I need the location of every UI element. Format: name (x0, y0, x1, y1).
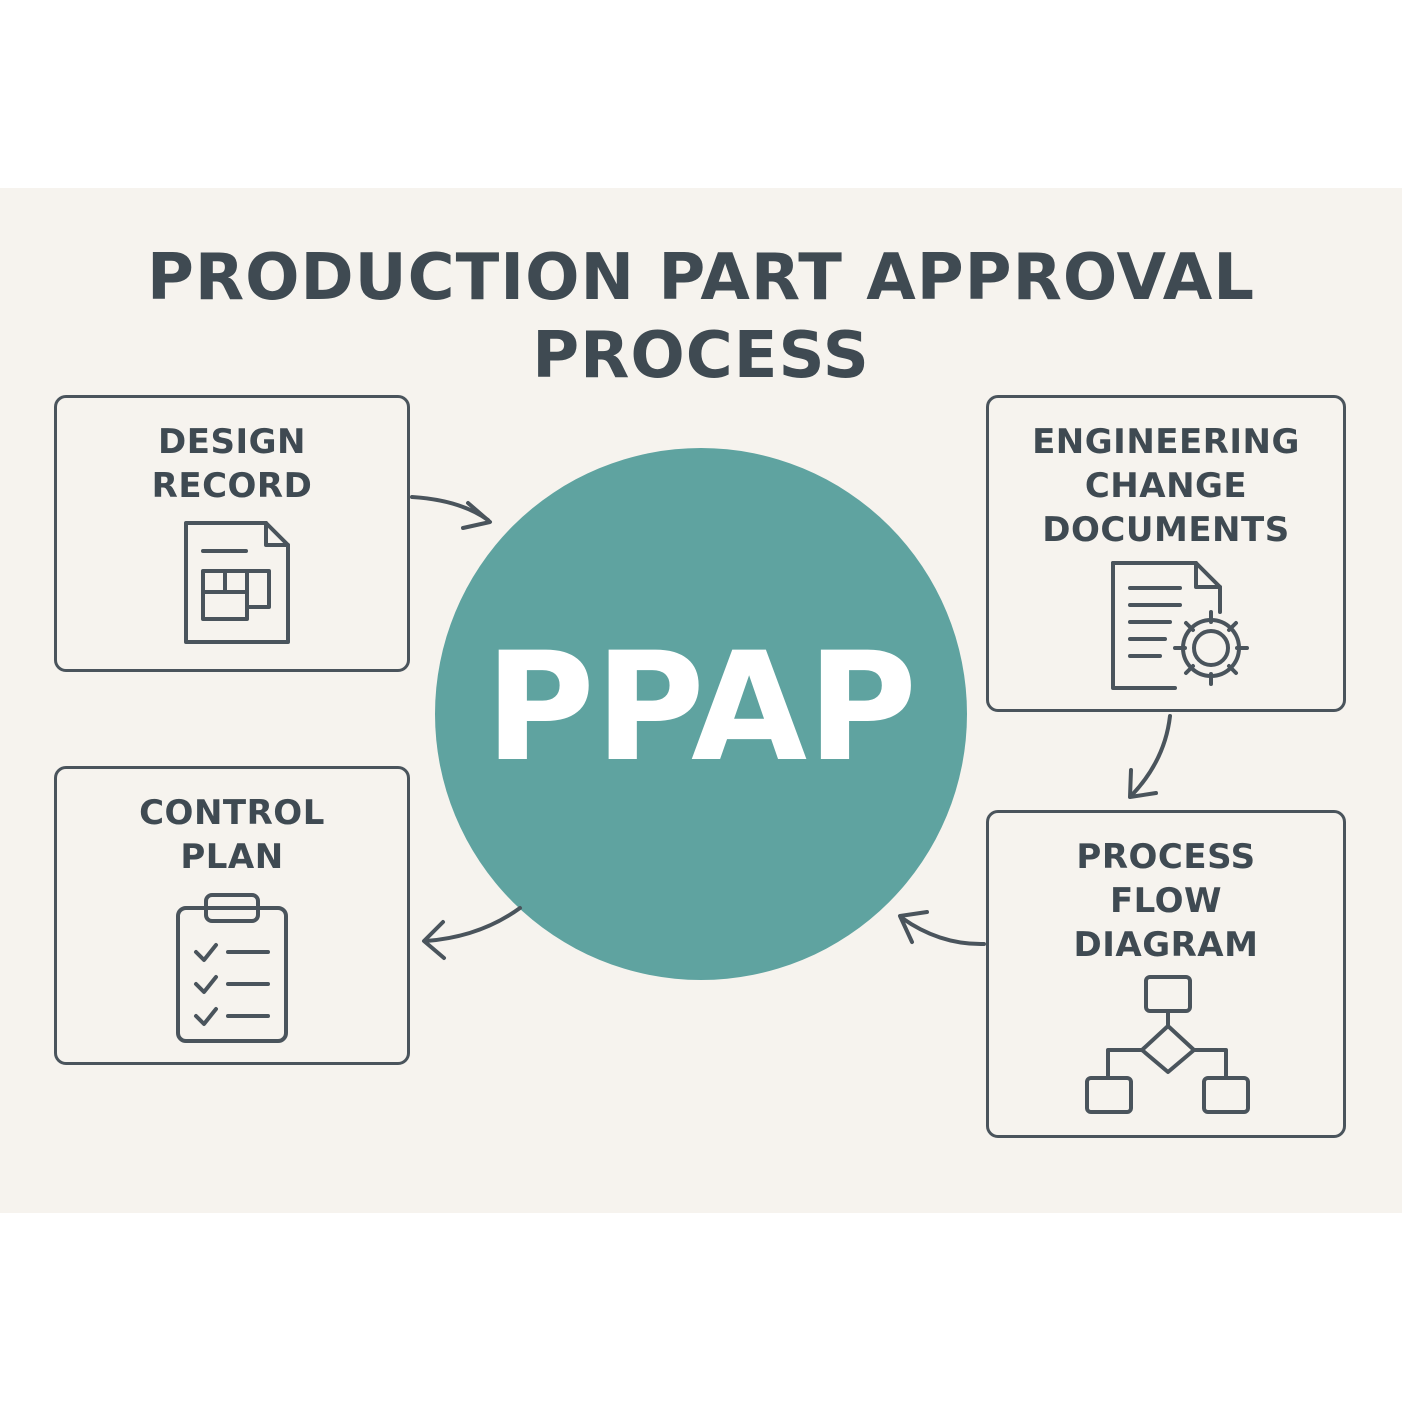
arrow-design-to-ppap (410, 495, 492, 530)
control-plan-line-1: CONTROL (139, 793, 325, 833)
process-flow-line-3: DIAGRAM (1073, 925, 1259, 965)
title-line-1: PRODUCTION PART APPROVAL (146, 241, 1256, 315)
ppap-circle: PPAP (435, 448, 967, 980)
arrow-process-to-ppap (898, 910, 986, 947)
arrow-ppap-to-control (422, 906, 522, 960)
arrow-engineering-to-process (1128, 714, 1172, 799)
engineering-change-line-3: DOCUMENTS (1042, 510, 1290, 550)
control-plan-line-2: PLAN (180, 837, 284, 877)
document-blueprint-icon (184, 521, 290, 644)
title-line-2: PROCESS (532, 319, 870, 393)
clipboard-checklist-icon (176, 893, 288, 1043)
flowchart-icon (1085, 975, 1250, 1114)
engineering-change-box: ENGINEERING CHANGE DOCUMENTS (986, 395, 1346, 712)
design-record-box: DESIGN RECORD (54, 395, 410, 672)
process-flow-box: PROCESS FLOW DIAGRAM (986, 810, 1346, 1138)
control-plan-box: CONTROL PLAN (54, 766, 410, 1065)
engineering-change-line-2: CHANGE (1084, 466, 1248, 506)
ppap-label: PPAP (484, 621, 918, 795)
engineering-change-line-1: ENGINEERING (1032, 422, 1300, 462)
design-record-line-2: RECORD (151, 466, 313, 506)
process-flow-line-1: PROCESS (1076, 837, 1256, 877)
design-record-line-1: DESIGN (158, 422, 306, 462)
process-flow-line-2: FLOW (1109, 881, 1223, 921)
document-gear-icon (1111, 561, 1249, 690)
